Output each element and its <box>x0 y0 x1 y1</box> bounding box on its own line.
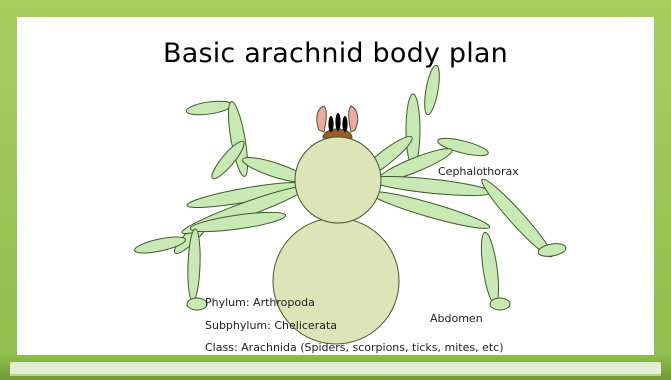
right-leg-4-tibia <box>478 231 502 304</box>
abdomen-label: Abdomen <box>430 312 483 325</box>
middle-fang <box>335 113 340 131</box>
left-leg-1-tarsus <box>185 99 232 117</box>
right-leg-1-tibia <box>406 94 420 166</box>
phylum-label: Phylum: Arthropoda <box>205 296 315 309</box>
left-fang <box>328 116 333 132</box>
slide-title: Basic arachnid body plan <box>0 38 671 69</box>
left-leg-4-tarsus <box>187 298 207 310</box>
left-pedipalp <box>317 106 327 132</box>
right-leg-4-tarsus <box>490 298 510 310</box>
right-fang <box>342 116 347 132</box>
class-label: Class: Arachnida (Spiders, scorpions, ti… <box>205 341 504 354</box>
cephalothorax-label: Cephalothorax <box>438 165 519 178</box>
subphylum-label: Subphylum: Chelicerata <box>205 319 337 332</box>
right-leg-1-tarsus <box>422 64 443 115</box>
cephalothorax-shape <box>295 137 381 223</box>
right-pedipalp <box>349 106 358 132</box>
